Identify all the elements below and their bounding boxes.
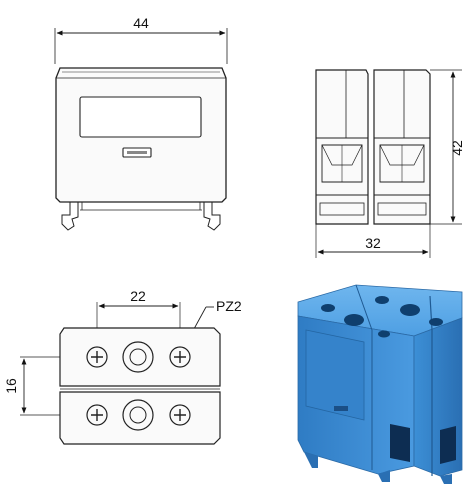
width-dimension [54,28,228,64]
label-window [79,96,202,138]
din-clip-left [61,202,79,231]
top-view [20,302,221,445]
top-block-upper [59,327,221,387]
screw-spacing-label: 22 [130,288,146,304]
din-clip-right [203,202,221,231]
product-photo [297,284,463,484]
screw-upper-left [86,346,108,368]
photo-cable-hole-2 [400,304,420,316]
front-view [54,28,228,231]
photo-cable-hole-1 [344,314,364,326]
row-spacing-label: 16 [3,378,19,394]
screw-upper-right [169,346,191,368]
cable-entry-lower [122,399,154,431]
screw-type-label: PZ2 [216,298,242,314]
screw-lower-left [86,404,108,426]
side-view [315,69,462,258]
cable-entry-upper [122,341,154,373]
screw-lower-right [169,404,191,426]
side-height-label: 42 [449,140,465,156]
side-width-label: 32 [365,235,381,251]
front-width-label: 44 [133,15,149,31]
